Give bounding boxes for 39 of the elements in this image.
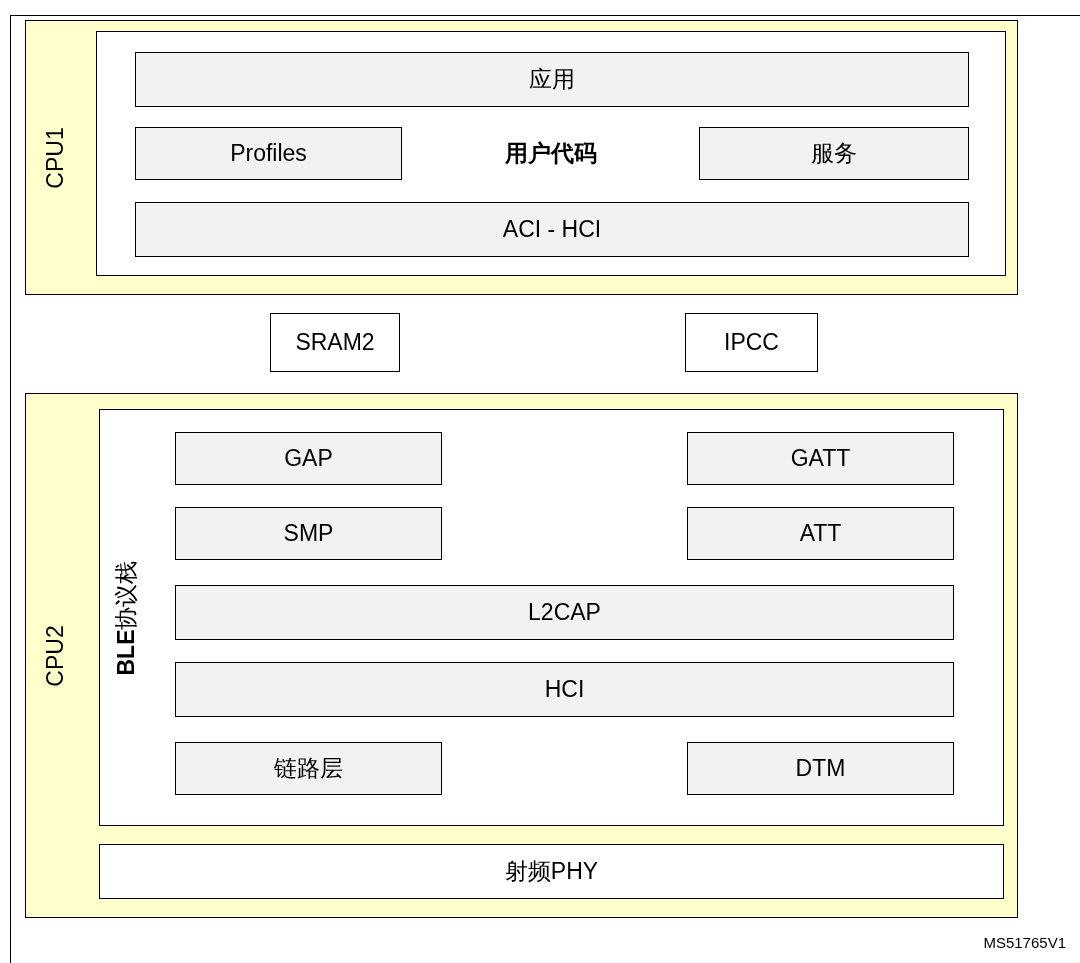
- module-box: [175, 507, 442, 560]
- cpu-panel: [25, 393, 1018, 918]
- figure-code: MS51765V1: [983, 934, 1066, 951]
- group-title: 用户代码: [505, 140, 597, 167]
- user-code-box: [96, 31, 1006, 276]
- module-label: 链路层: [274, 755, 343, 782]
- module-box: [135, 52, 969, 107]
- group-title: BLE协议栈: [114, 560, 140, 675]
- module-label: GATT: [790, 445, 851, 472]
- module-box: [135, 127, 402, 180]
- module-box: [687, 507, 954, 560]
- module-label: L2CAP: [528, 599, 601, 626]
- module-box: [175, 742, 442, 795]
- module-box: [175, 662, 954, 717]
- module-label: 服务: [811, 140, 857, 167]
- module-label: 射频PHY: [504, 858, 599, 885]
- cpu-label: CPU2: [43, 624, 69, 687]
- layer-box: [685, 313, 818, 372]
- module-label: SRAM2: [295, 329, 375, 356]
- module-label: ACI - HCI: [502, 216, 602, 243]
- module-box: [175, 585, 954, 640]
- layer-box: [99, 844, 1004, 899]
- module-label: DTM: [795, 755, 846, 782]
- module-box: [687, 432, 954, 485]
- stack-box: [99, 409, 1004, 826]
- module-box: [135, 202, 969, 257]
- module-label: 应用: [529, 66, 575, 93]
- module-label: SMP: [283, 520, 334, 547]
- module-box: [175, 432, 442, 485]
- module-box: [687, 742, 954, 795]
- layer-box: [270, 313, 400, 372]
- cpu-label: CPU1: [43, 126, 69, 189]
- module-box: [699, 127, 969, 180]
- module-label: IPCC: [724, 329, 779, 356]
- module-label: HCI: [544, 676, 585, 703]
- module-label: Profiles: [230, 140, 307, 167]
- cpu-panel: [25, 20, 1018, 295]
- module-label: ATT: [799, 520, 842, 547]
- module-label: GAP: [284, 445, 333, 472]
